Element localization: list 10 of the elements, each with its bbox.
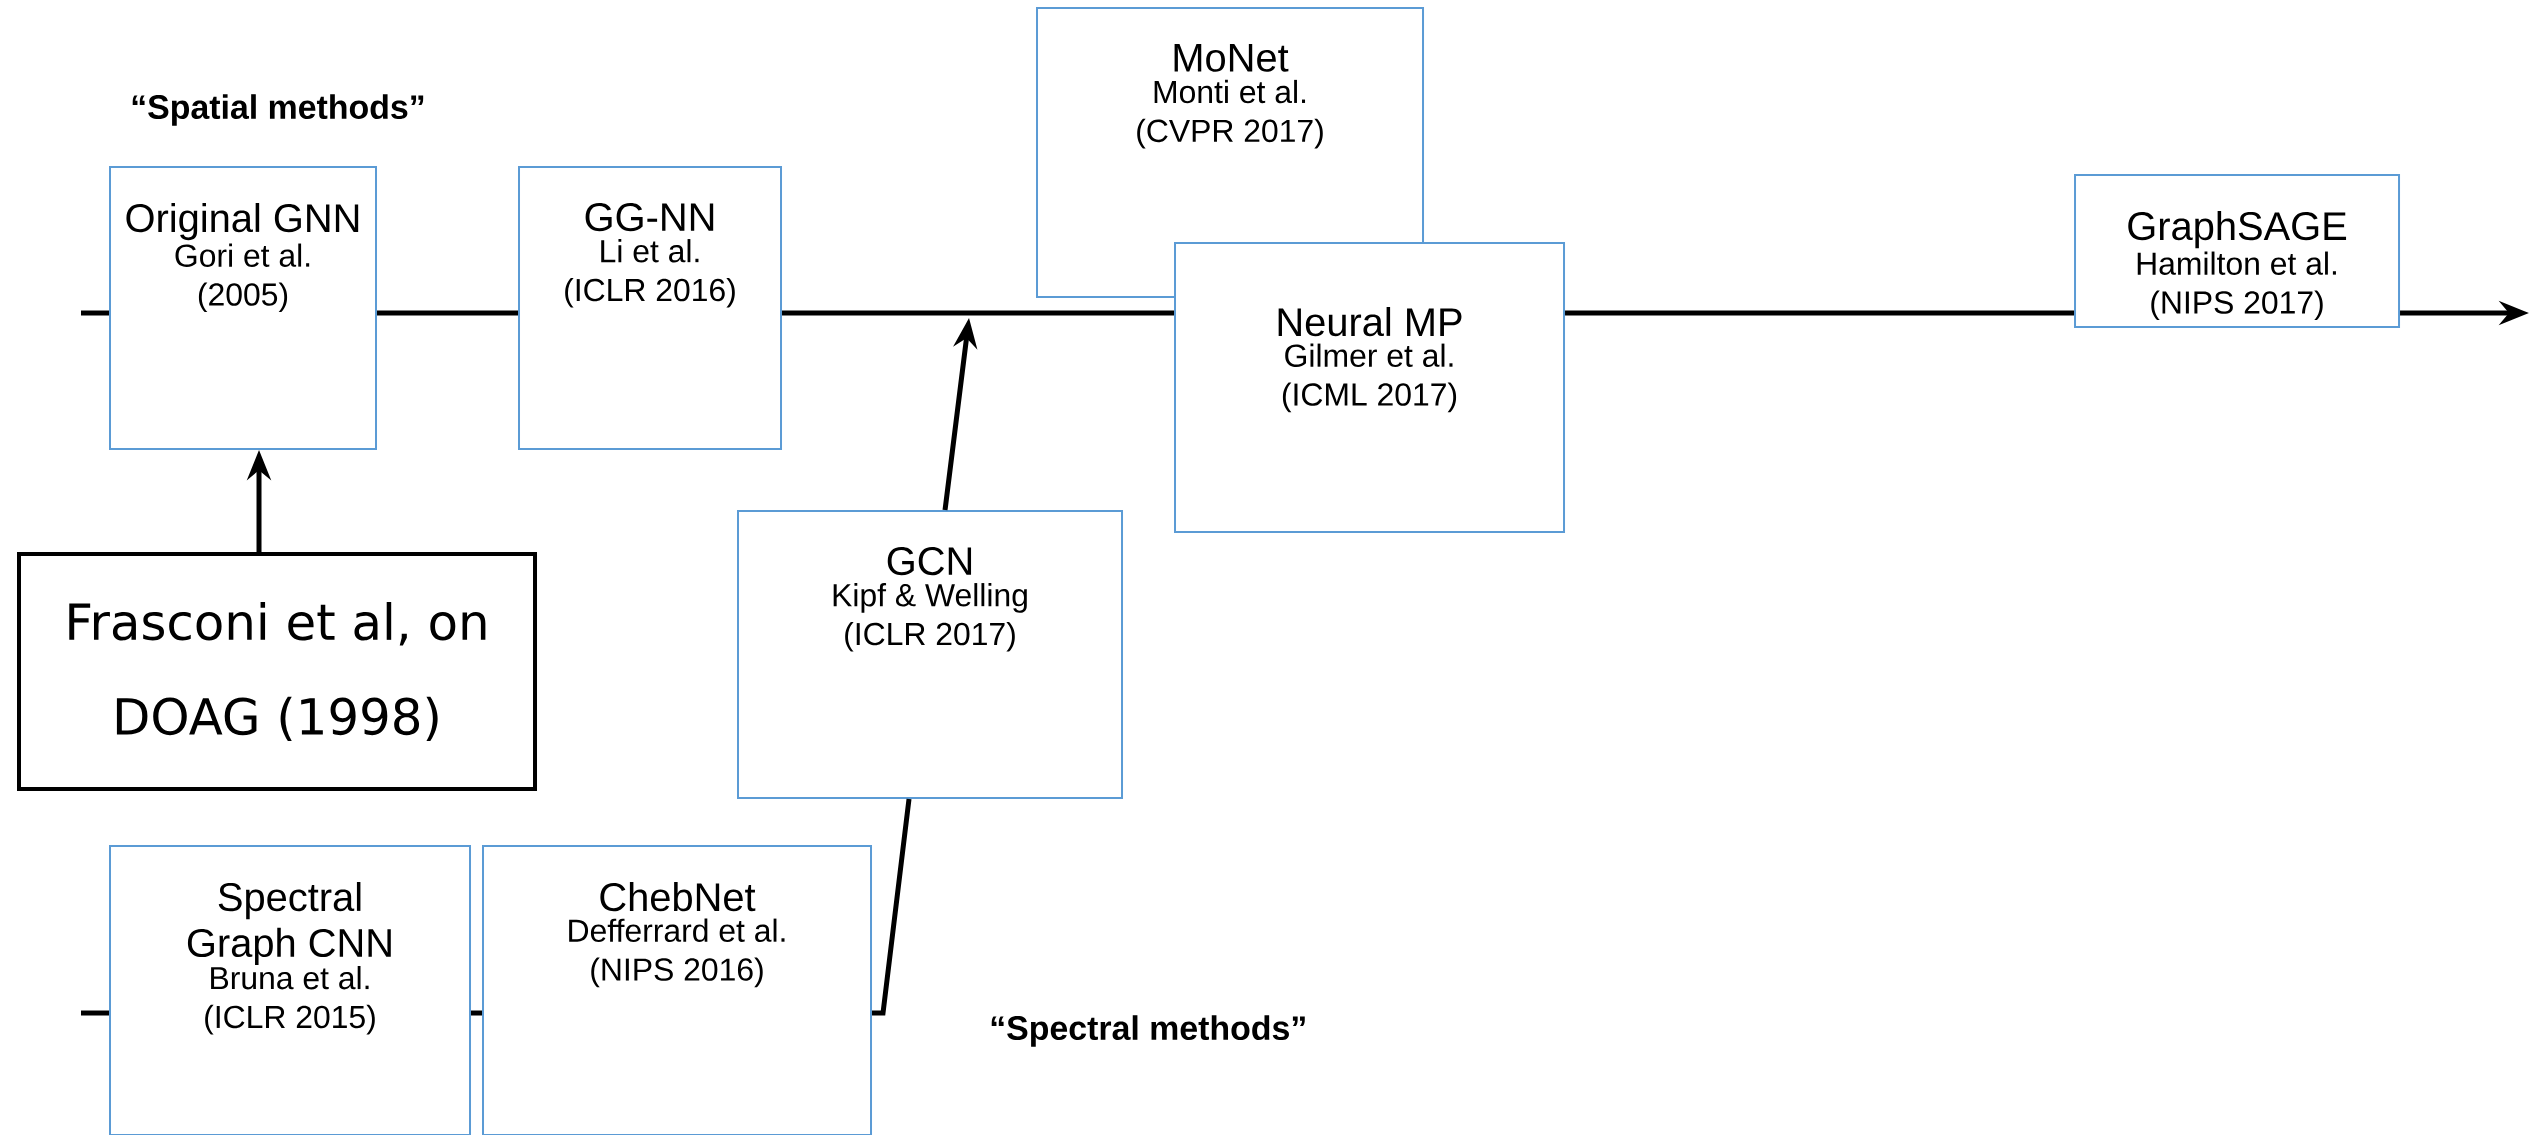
paper-box: Original GNN Gori et al. (2005) [109, 166, 377, 450]
paper-box: GG-NN Li et al. (ICLR 2016) [518, 166, 782, 450]
section-label: “Spatial methods” [132, 94, 424, 126]
note-box: Frasconi et al, on DOAG (1998) [17, 552, 537, 791]
paper-box: ChebNet Defferrard et al. (NIPS 2016) [482, 845, 872, 1135]
paper-box: GraphSAGE Hamilton et al. (NIPS 2017) [2074, 174, 2401, 328]
section-label: “Spectral methods” [991, 1015, 1305, 1047]
paper-box: Spectral Graph CNN Bruna et al. (ICLR 2015) [109, 845, 471, 1135]
paper-box: GCN Kipf & Welling (ICLR 2017) [737, 510, 1123, 799]
paper-box: Neural MP Gilmer et al. (ICML 2017) [1174, 242, 1565, 533]
